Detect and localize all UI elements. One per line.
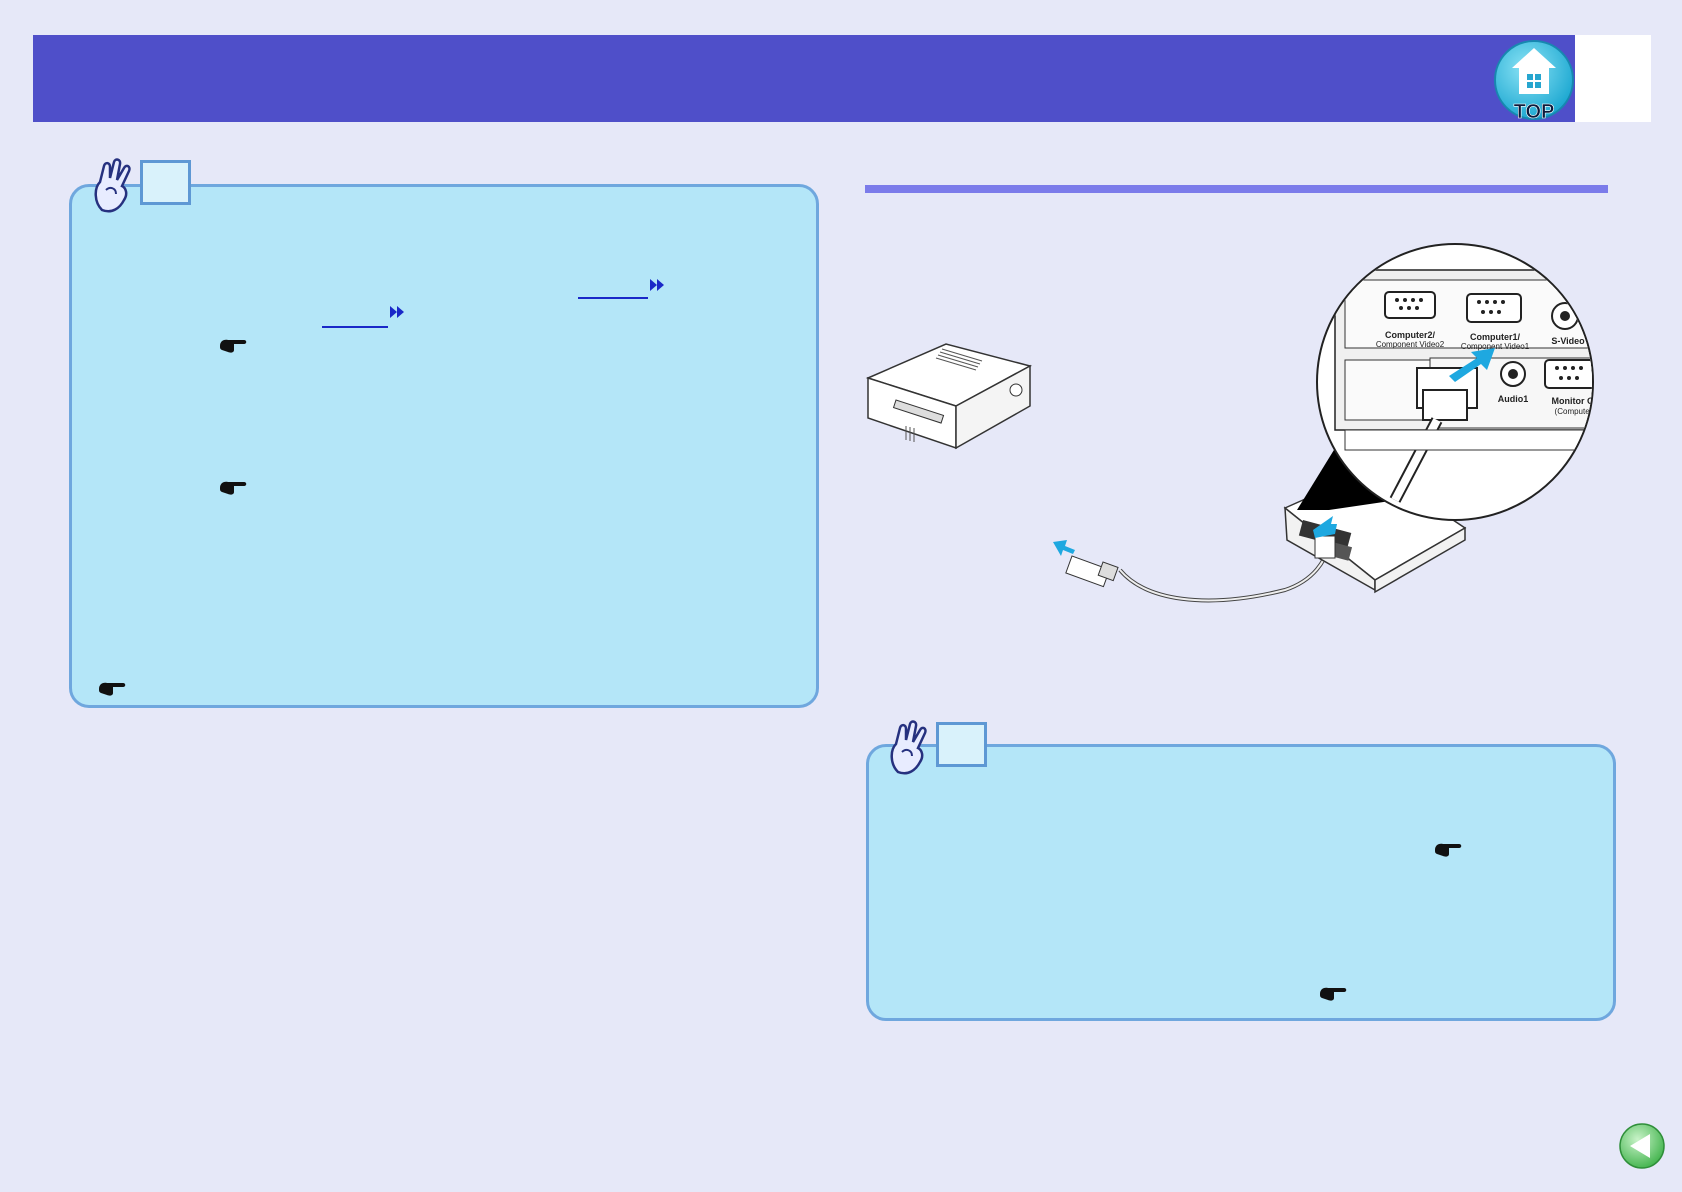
link-1[interactable]: [578, 293, 648, 299]
pointing-finger-icon[interactable]: [1318, 984, 1348, 1002]
svg-text:Vid: Vid: [1603, 336, 1615, 346]
port-computer1: Computer1/ Component Video1: [1461, 293, 1530, 351]
pointing-finger-icon[interactable]: [1433, 840, 1463, 858]
svg-text:Audio1: Audio1: [1498, 394, 1529, 404]
tip-header-right: [884, 720, 992, 778]
link-2[interactable]: [322, 322, 388, 328]
pointing-finger-icon[interactable]: [218, 478, 248, 496]
tip-label-right: [936, 722, 987, 767]
section-rule: [865, 185, 1608, 193]
svg-text:Component Video1: Component Video1: [1461, 342, 1530, 351]
header-corner: [1575, 35, 1651, 122]
arrow-up-right-icon: [1449, 348, 1495, 382]
svg-text:Component Video2: Component Video2: [1376, 340, 1445, 349]
cable-connector-left: [1065, 555, 1119, 588]
port-audio1: Audio1: [1498, 361, 1529, 404]
pointing-finger-icon[interactable]: [97, 679, 127, 697]
tip-header-left: [88, 158, 196, 216]
pointing-finger-icon[interactable]: [218, 336, 248, 354]
home-icon: [1512, 48, 1556, 94]
arrow-in-icon: [1313, 516, 1337, 538]
top-label: TOP: [1514, 101, 1555, 122]
projector-connection-illustration: Computer2/ Component Video2 Computer1/ C…: [1053, 243, 1615, 603]
arrow-left-icon: [1053, 540, 1075, 556]
svg-text:S-Video: S-Video: [1551, 336, 1585, 346]
double-arrow-icon: [390, 306, 404, 318]
pointing-hand-icon: [890, 720, 927, 775]
header-bar: [33, 35, 1575, 122]
top-button[interactable]: TOP: [1494, 38, 1576, 122]
svg-text:Monitor Out: Monitor Out: [1552, 396, 1603, 406]
port-monitor-out: Monitor Out (Computer1): [1544, 359, 1603, 416]
tip-label-left: [140, 160, 191, 205]
pointing-hand-icon: [94, 158, 131, 213]
back-arrow-icon[interactable]: [1618, 1122, 1666, 1170]
tip-box-left: [69, 184, 819, 708]
tip-box-right: [866, 744, 1616, 1021]
svg-text:Computer1/: Computer1/: [1470, 332, 1521, 342]
port-computer2: Computer2/ Component Video2: [1376, 291, 1445, 349]
video-source-illustration: [866, 343, 1033, 450]
svg-text:(Computer1): (Computer1): [1555, 407, 1600, 416]
double-arrow-icon: [650, 279, 664, 291]
svg-text:Computer2/: Computer2/: [1385, 330, 1436, 340]
